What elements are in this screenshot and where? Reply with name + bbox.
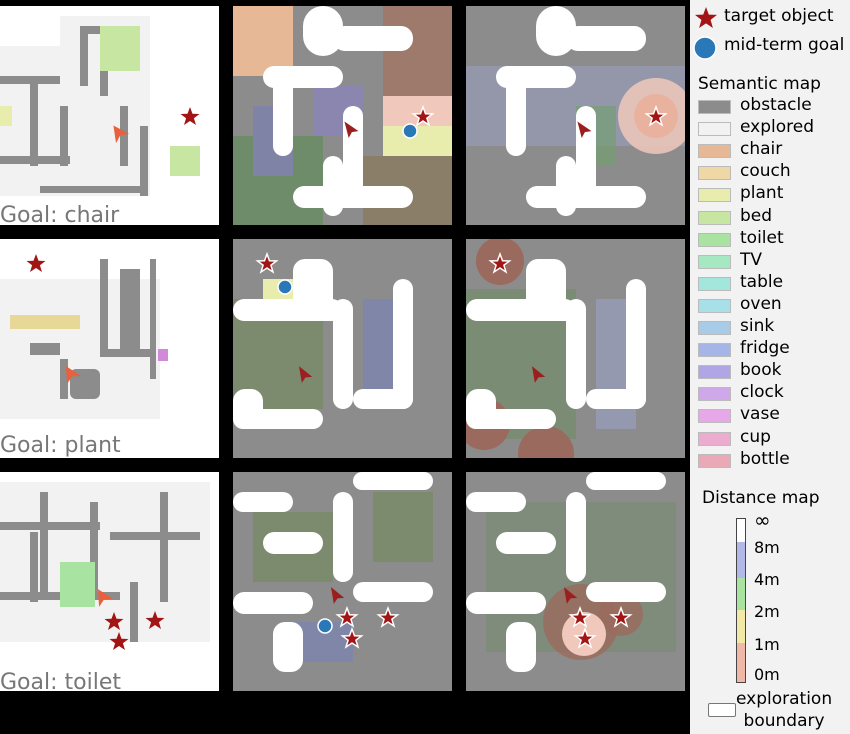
goal-label: Goal: toilet [0, 670, 121, 692]
distance-tick: ∞ [754, 508, 771, 532]
mid-term-goal-dot [277, 279, 293, 295]
top-down-map-toilet: Goal: toilet [0, 472, 219, 691]
semantic-legend-label: clock [740, 382, 784, 403]
target-star [340, 626, 364, 649]
semantic-legend-label: vase [740, 404, 780, 425]
agent-arrow [299, 366, 313, 383]
target-star [644, 104, 668, 127]
target-star [145, 611, 165, 629]
semantic-legend-label: table [740, 271, 784, 292]
agent-arrow [66, 366, 81, 384]
color-swatch [698, 453, 731, 468]
semantic-legend-label: couch [740, 161, 791, 182]
mid-term-goal-dot [317, 618, 333, 634]
color-swatch [698, 210, 731, 225]
target-star [104, 612, 124, 630]
target-star [376, 605, 400, 628]
exploration-boundary-label: exploration boundary [736, 689, 833, 731]
distance-map-chair [466, 6, 685, 225]
goal-label: Goal: plant [0, 433, 121, 458]
color-swatch [698, 232, 731, 247]
exploration-boundary-swatch [708, 703, 736, 717]
semantic-map-plant [233, 239, 452, 458]
top-down-map-plant: Goal: plant [0, 239, 219, 458]
target-star [609, 605, 633, 628]
color-swatch [698, 276, 731, 291]
semantic-legend-label: plant [740, 183, 784, 204]
semantic-legend-label: bed [740, 205, 773, 226]
semantic-map-chair [233, 6, 452, 225]
semantic-legend-label: oven [740, 293, 782, 314]
semantic-legend-label: TV [740, 249, 763, 270]
color-swatch [698, 298, 731, 313]
agent-arrow [564, 587, 578, 604]
dot-icon [693, 36, 717, 60]
color-swatch [698, 365, 731, 380]
semantic-legend-label: bottle [740, 448, 790, 469]
semantic-map-title: Semantic map [698, 74, 821, 94]
color-swatch [698, 166, 731, 181]
target-star [568, 605, 592, 628]
color-swatch [698, 100, 731, 114]
semantic-legend-label: book [740, 360, 782, 381]
semantic-map-toilet [233, 472, 452, 691]
distance-tick: 2m [754, 602, 780, 621]
agent-arrow [577, 121, 592, 138]
distance-tick: 4m [754, 570, 780, 589]
agent-arrow [344, 121, 359, 138]
distance-tick: 1m [754, 635, 780, 654]
semantic-legend-label: obstacle [740, 95, 812, 115]
distance-tick: 8m [754, 538, 780, 557]
semantic-legend-label: fridge [740, 338, 790, 359]
semantic-legend-label: explored [740, 117, 815, 138]
agent-arrow [113, 125, 130, 144]
star-icon [695, 7, 717, 28]
color-swatch [698, 387, 731, 402]
color-swatch [698, 144, 731, 159]
target-star [335, 605, 359, 628]
target-star [573, 626, 597, 649]
target-star [109, 632, 129, 650]
agent-arrow [98, 589, 113, 607]
semantic-legend-label: cup [740, 426, 771, 447]
distance-colorbar [736, 518, 746, 683]
top-down-map-chair: Goal: chair [0, 6, 219, 225]
target-star [488, 251, 512, 274]
target-star [26, 254, 46, 272]
distance-map-title: Distance map [702, 488, 820, 508]
semantic-legend-label: chair [740, 139, 783, 160]
color-swatch [698, 254, 731, 269]
color-swatch [698, 343, 731, 358]
target-star [180, 107, 200, 125]
color-swatch [698, 122, 731, 137]
legend: target object mid-term goal Semantic map… [690, 0, 850, 734]
goal-label: Goal: chair [0, 203, 120, 226]
semantic-legend-label: sink [740, 316, 775, 336]
distance-map-toilet [466, 472, 685, 691]
target-star [411, 104, 435, 127]
mid-term-goal-dot [402, 123, 418, 139]
color-swatch [698, 409, 731, 424]
agent-arrow [532, 366, 546, 383]
distance-map-plant [466, 239, 685, 458]
color-swatch [698, 431, 731, 446]
semantic-legend-label: toilet [740, 227, 784, 248]
color-swatch [698, 188, 731, 203]
distance-tick: 0m [754, 665, 780, 684]
target-star [255, 251, 279, 274]
color-swatch [698, 321, 731, 335]
agent-arrow [331, 587, 345, 604]
